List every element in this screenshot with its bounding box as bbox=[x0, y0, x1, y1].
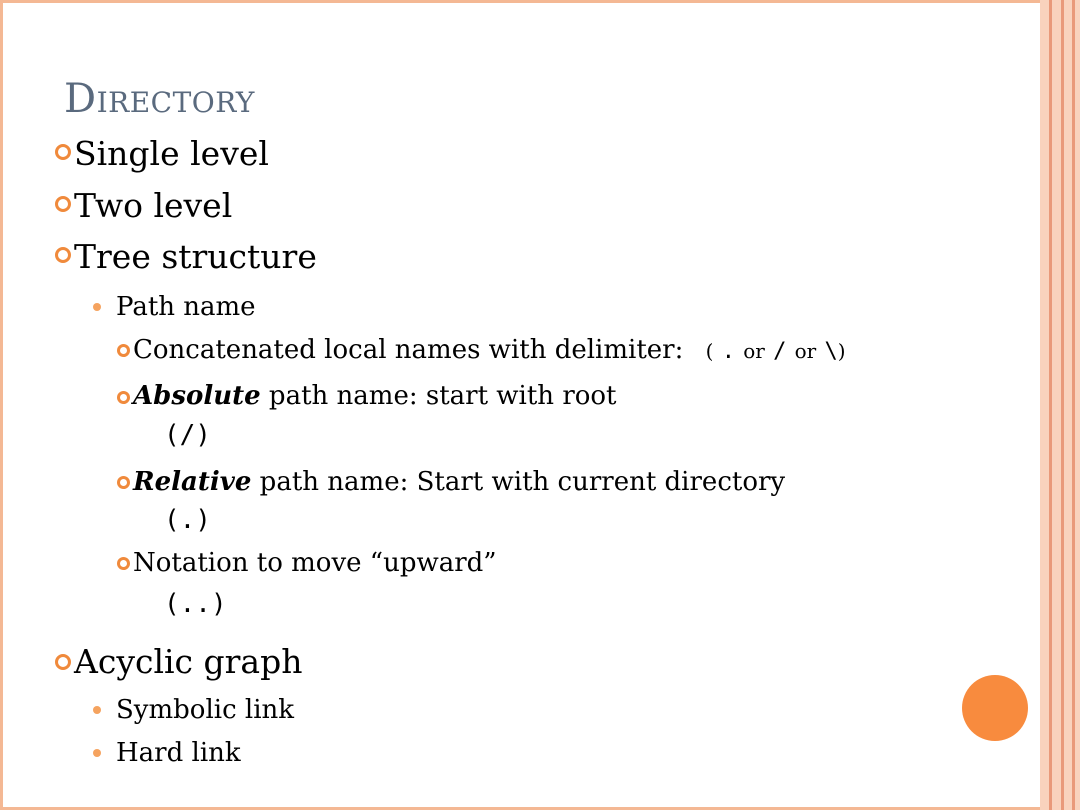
absolute-emphasis: Absolute bbox=[133, 381, 261, 411]
bullet-small-ring-icon bbox=[117, 344, 130, 357]
slide-frame-top bbox=[0, 0, 1080, 3]
slide-title: Directory bbox=[64, 76, 255, 122]
bullet-single-level: Single level bbox=[74, 134, 269, 173]
bullet-dot-icon bbox=[93, 706, 101, 714]
delimiter-backslash: \ bbox=[824, 339, 838, 364]
bullet-ring-icon bbox=[55, 196, 71, 212]
delimiter-open: ( bbox=[705, 339, 714, 363]
bullet-small-ring-icon bbox=[117, 391, 130, 404]
slide-frame-bottom bbox=[0, 807, 1080, 810]
concatenated-text: Concatenated local names with delimiter: bbox=[133, 335, 684, 365]
absolute-text: path name: start with root bbox=[260, 381, 617, 411]
absolute-path-example: (/) bbox=[164, 420, 211, 450]
bullet-path-name: Path name bbox=[116, 292, 256, 322]
upward-path-example: (..) bbox=[164, 589, 227, 619]
delimiter-or-2: or bbox=[794, 339, 817, 363]
bullet-ring-icon bbox=[55, 144, 71, 160]
bullet-relative: Relative path name: Start with current d… bbox=[133, 469, 785, 495]
relative-emphasis: Relative bbox=[133, 467, 252, 497]
bullet-tree-structure: Tree structure bbox=[74, 237, 317, 276]
bullet-symbolic-link: Symbolic link bbox=[116, 695, 295, 725]
bullet-acyclic-graph: Acyclic graph bbox=[74, 642, 303, 681]
bullet-hard-link: Hard link bbox=[116, 738, 241, 768]
relative-text: path name: Start with current directory bbox=[251, 467, 786, 497]
delimiter-close: ) bbox=[837, 339, 846, 363]
decorative-right-band bbox=[1040, 0, 1080, 810]
delimiter-slash: / bbox=[773, 339, 787, 364]
bullet-absolute: Absolute path name: start with root bbox=[133, 383, 617, 409]
bullet-dot-icon bbox=[93, 303, 101, 311]
bullet-dot-icon bbox=[93, 749, 101, 757]
decorative-orange-circle bbox=[962, 675, 1028, 741]
bullet-upward: Notation to move “upward” bbox=[133, 548, 497, 578]
bullet-small-ring-icon bbox=[117, 557, 130, 570]
bullet-small-ring-icon bbox=[117, 476, 130, 489]
bullet-ring-icon bbox=[55, 247, 71, 263]
delimiter-dot: . bbox=[721, 339, 735, 364]
delimiter-or-1: or bbox=[743, 339, 765, 363]
bullet-ring-icon bbox=[55, 654, 71, 670]
relative-path-example: (.) bbox=[164, 505, 211, 535]
bullet-concatenated: Concatenated local names with delimiter:… bbox=[133, 337, 846, 363]
bullet-two-level: Two level bbox=[74, 186, 233, 225]
slide-frame-left bbox=[0, 0, 3, 810]
